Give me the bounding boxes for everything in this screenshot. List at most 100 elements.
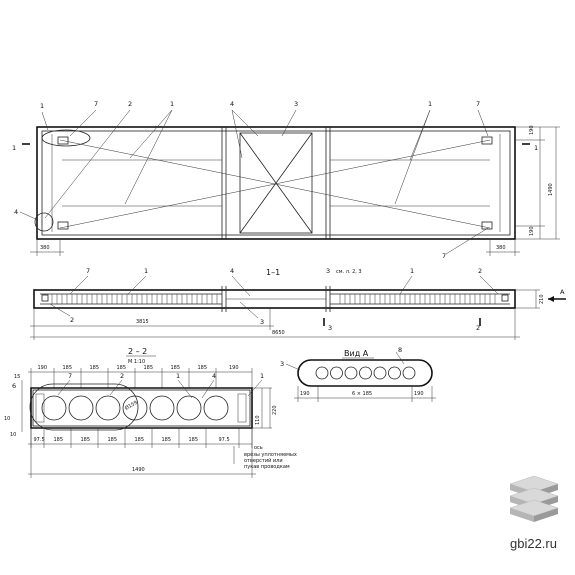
void-circle <box>68 395 94 421</box>
end-marker <box>41 294 49 302</box>
viewa-dim-right: 190 <box>414 391 424 397</box>
callout-circle <box>34 212 54 232</box>
s22-left-dim: 15 <box>14 374 20 380</box>
plan-label: 1 <box>428 100 432 108</box>
top-dim-value: 190 <box>38 365 48 371</box>
leader <box>44 109 131 219</box>
leader <box>231 109 243 159</box>
viewa-hole <box>330 366 343 380</box>
leader <box>49 303 71 317</box>
dim-left: 380 <box>40 245 50 251</box>
s22-label-1: 1 <box>176 372 180 380</box>
bottom-dim-value: 185 <box>81 437 91 443</box>
top-dim-value: 185 <box>171 365 181 371</box>
center-box <box>239 132 313 234</box>
view-a: Вид А 3 8 190 6 × 185 190 <box>280 346 436 402</box>
center-diag <box>239 132 313 234</box>
viewa-hole <box>373 366 387 380</box>
s11-label: 7 <box>86 267 90 275</box>
s11-label: 2 <box>478 267 482 275</box>
note-line: пукав проводкам <box>244 464 290 470</box>
s22-outline <box>30 387 253 429</box>
viewa-hole <box>315 366 329 380</box>
s11-label-bottom: 2 <box>70 316 74 324</box>
view-arrow-head <box>548 296 554 302</box>
loop-box <box>481 136 493 145</box>
plan-label-4: 4 <box>14 208 18 216</box>
s11-note: см. л. 2, 3 <box>336 269 362 275</box>
bottom-dim-value: 97.5 <box>219 437 230 443</box>
top-dim-value: 185 <box>198 365 208 371</box>
viewa-hole <box>359 366 372 380</box>
viewa-hole <box>402 366 416 380</box>
dim-bottom-right: 190 <box>529 226 535 236</box>
s11-dim-half: 3815 <box>136 319 149 325</box>
bottom-dim-value: 185 <box>54 437 64 443</box>
rebar-hatch-right <box>339 294 496 304</box>
plan-label: 3 <box>294 100 298 108</box>
bottom-dim-value: 185 <box>162 437 172 443</box>
loop-box <box>57 221 69 230</box>
plan-label: 7 <box>476 100 480 108</box>
void-circle <box>203 395 229 421</box>
s22-right-dim: 110 <box>255 415 261 425</box>
section-1-1: 1–1 7 1 4 3 1 2 см. л. 2, 3 2 3 3 <box>30 267 566 340</box>
s22-label-2: 2 <box>120 372 124 380</box>
s11-label: 1 <box>410 267 414 275</box>
leader <box>477 109 489 137</box>
leader <box>239 301 259 319</box>
note-line: вре́зы уплотняемых <box>244 452 297 458</box>
leader <box>69 109 97 137</box>
viewa-outline <box>297 359 433 387</box>
leader <box>69 275 89 295</box>
plan-label-7b: 7 <box>442 252 446 260</box>
s11-label: 1 <box>144 267 148 275</box>
plan-outline <box>36 126 516 240</box>
end-rebar <box>237 393 247 423</box>
viewa-hole <box>388 366 401 380</box>
plan-inner-outline <box>41 130 511 236</box>
leader <box>19 211 39 221</box>
callout-group <box>29 383 139 431</box>
leader <box>177 379 193 399</box>
dim-right: 380 <box>496 245 506 251</box>
top-dim-value: 185 <box>63 365 73 371</box>
plan-label: 4 <box>230 100 234 108</box>
leader <box>201 379 215 399</box>
loop-box <box>57 136 69 145</box>
s11-dim-height: 210 <box>539 294 545 304</box>
leader <box>109 379 123 396</box>
leader <box>127 275 147 295</box>
leader <box>129 109 173 159</box>
dim-top-right: 190 <box>529 125 535 135</box>
viewa-dim-mid: 6 × 185 <box>352 391 372 397</box>
s11-label: 4 <box>230 267 234 275</box>
viewa-title: Вид А <box>344 349 369 358</box>
s22-inner <box>32 389 251 427</box>
s22-right-dim: 220 <box>272 405 278 415</box>
leader <box>41 111 49 131</box>
site-url[interactable]: gbi22.ru <box>510 536 557 551</box>
leader <box>231 109 259 137</box>
s22-label-6: 6 <box>12 382 16 390</box>
leader <box>285 363 301 371</box>
logo-stack-icon <box>509 475 559 522</box>
plan-label: 1 <box>40 102 44 110</box>
view-a-mark: A <box>560 288 565 296</box>
viewa-dim-left: 190 <box>300 391 310 397</box>
rebar-hatch-left <box>51 294 218 304</box>
s22-left-dim: 10 <box>4 416 10 422</box>
s22-label-4: 4 <box>212 372 216 380</box>
s22-label-1b: 1 <box>260 372 264 380</box>
s22-label-7: 7 <box>68 372 72 380</box>
bottom-dim-value: 185 <box>108 437 118 443</box>
bottom-dim-value: 185 <box>189 437 199 443</box>
leader <box>445 227 489 255</box>
top-dim-value: 190 <box>229 365 239 371</box>
voids <box>35 393 247 423</box>
leader <box>124 109 173 205</box>
callout-ellipse <box>41 129 91 147</box>
top-dim-value: 185 <box>117 365 127 371</box>
